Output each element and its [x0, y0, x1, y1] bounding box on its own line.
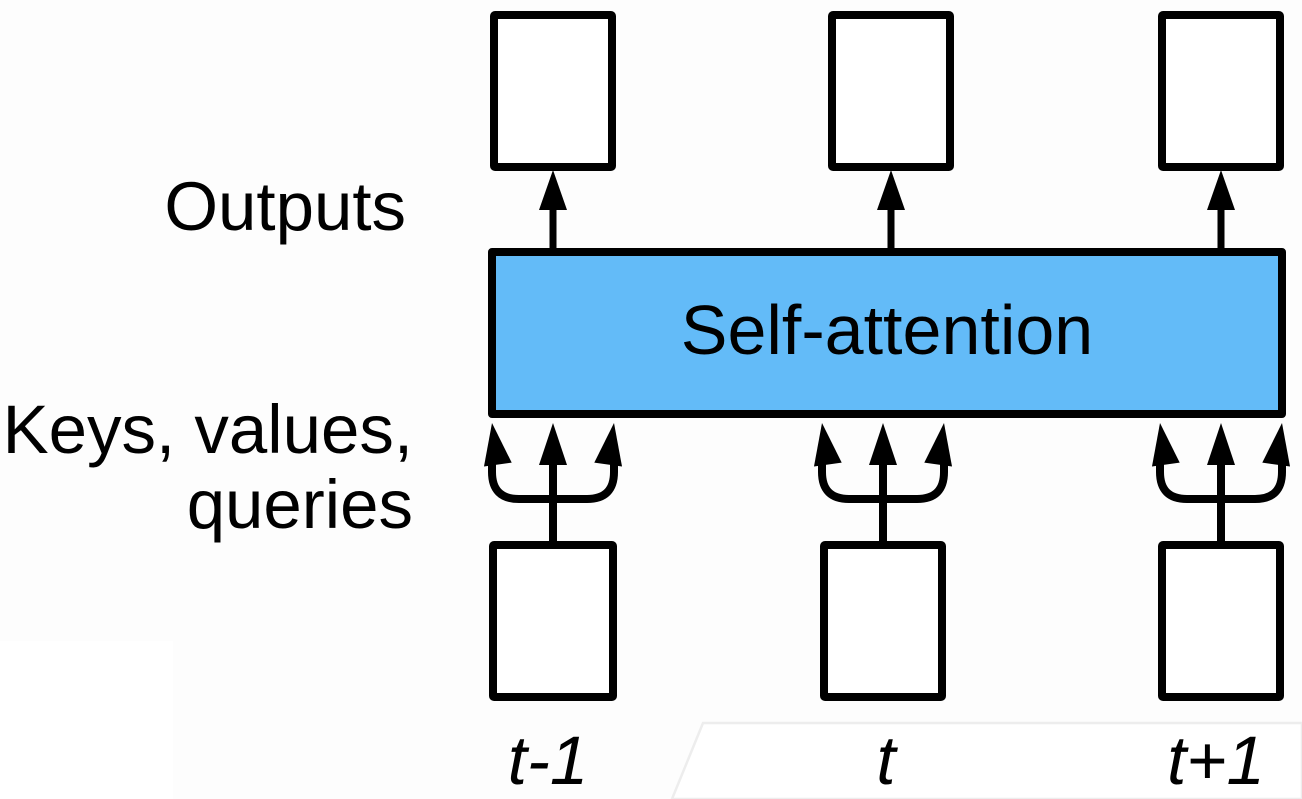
background-artifact	[0, 641, 1302, 799]
arrow-branch-left	[818, 458, 883, 503]
background-artifact-rect	[0, 641, 173, 799]
outputs-label: Outputs	[164, 168, 406, 245]
output-arrow-t-minus-1	[539, 170, 567, 252]
input-arrows-t-plus-1	[1151, 423, 1291, 546]
arrow-head	[1207, 423, 1235, 465]
background-artifact-trapezoid	[670, 721, 1302, 799]
arrow-head	[877, 170, 905, 210]
input-box-t-plus-1	[1158, 541, 1284, 701]
arrow-head	[1207, 170, 1235, 210]
arrow-head	[924, 423, 953, 467]
arrow-head	[1151, 423, 1180, 467]
arrow-head	[813, 423, 842, 467]
timestep-label-t-plus-1: t+1	[1167, 722, 1265, 799]
keys-values-line2: queries	[186, 466, 413, 543]
output-arrow-t	[877, 170, 905, 252]
arrow-head	[539, 423, 567, 465]
arrow-head	[483, 423, 512, 467]
arrow-head	[869, 423, 897, 465]
output-box-t-minus-1	[490, 11, 616, 171]
arrow-head	[539, 170, 567, 210]
arrow-branch-left	[1156, 458, 1221, 503]
output-arrow-t-plus-1	[1207, 170, 1235, 252]
output-box-t-plus-1	[1158, 11, 1284, 171]
arrow-head	[1262, 423, 1291, 467]
keys-values-line1: Keys, values,	[2, 391, 413, 468]
arrow-head	[594, 423, 623, 467]
input-box-t-minus-1	[489, 541, 617, 701]
arrow-branch-left	[488, 458, 553, 503]
self-attention-block: Self-attention	[488, 248, 1286, 418]
arrow-branch-right	[553, 458, 618, 503]
input-box-t	[820, 541, 946, 701]
input-arrows-t-minus-1	[483, 423, 623, 546]
self-attention-label: Self-attention	[680, 291, 1094, 369]
arrow-branch-right	[883, 458, 948, 503]
output-box-t	[828, 11, 954, 171]
timestep-label-t: t	[876, 722, 896, 799]
keys-values-queries-label: Keys, values, queries	[3, 392, 413, 542]
arrow-branch-right	[1221, 458, 1286, 503]
timestep-label-t-minus-1: t-1	[507, 722, 589, 799]
input-arrows-t	[813, 423, 953, 546]
